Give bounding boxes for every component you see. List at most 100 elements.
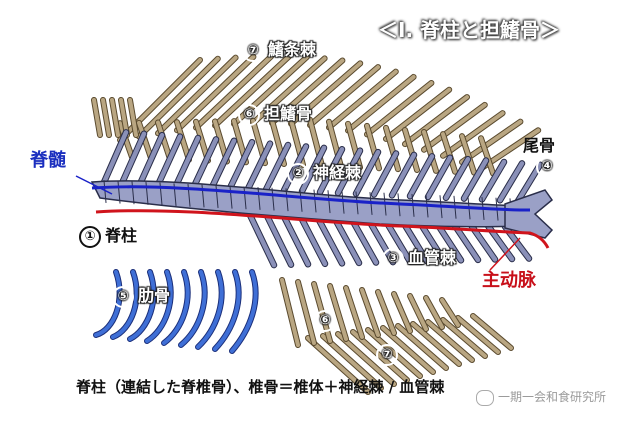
anal-pterygiophore bbox=[376, 290, 396, 335]
dorsal-pterygiophore bbox=[384, 125, 400, 172]
diagram-title: ＜Ⅰ. 脊柱と担鰭骨＞ bbox=[378, 18, 561, 42]
label-fin-rays-lower: ⑦ bbox=[376, 344, 402, 366]
rib bbox=[128, 270, 156, 341]
rib bbox=[179, 270, 207, 347]
dorsal-fin-ray bbox=[460, 119, 523, 165]
haemal-spine bbox=[434, 221, 464, 263]
dorsal-pterygiophore bbox=[175, 120, 191, 162]
spinal-cord-line bbox=[91, 185, 531, 212]
number-6-badge: ⑥ bbox=[238, 103, 260, 126]
dorsal-fin-rays bbox=[117, 53, 542, 172]
vertebra-segment bbox=[117, 180, 121, 204]
neural-spine bbox=[443, 156, 471, 200]
neural-spines bbox=[100, 129, 544, 205]
anal-fin-ray bbox=[456, 316, 500, 354]
anal-pterygiophore bbox=[344, 286, 364, 339]
neural-spine bbox=[137, 132, 165, 187]
dorsal-fin-ray bbox=[175, 54, 256, 133]
diagram-caption: 脊柱（連結した脊椎骨）、椎骨＝椎体＋神経棘 / 血管棘 bbox=[76, 378, 445, 396]
neural-spine bbox=[425, 155, 453, 200]
aorta-pointer-line bbox=[489, 237, 521, 271]
rib bbox=[213, 270, 241, 351]
anal-fin-ray bbox=[471, 314, 513, 350]
dorsal-fin-ray bbox=[422, 102, 487, 152]
neural-spine bbox=[461, 158, 489, 201]
vertebra-segment bbox=[299, 188, 303, 212]
wechat-icon bbox=[476, 389, 494, 406]
neural-spine bbox=[299, 145, 327, 194]
neural-spine bbox=[407, 154, 435, 199]
label-caudal-bone: 尾骨 bbox=[523, 136, 556, 155]
dorsal-pterygiophore bbox=[441, 132, 457, 174]
vertebral-column-text: 脊柱 bbox=[105, 226, 138, 245]
dorsal-fin-ray bbox=[251, 56, 327, 126]
haemal-spine bbox=[264, 213, 294, 267]
neural-spine bbox=[155, 134, 183, 188]
neural-spine bbox=[191, 137, 219, 189]
label-aorta: 主动脉 bbox=[482, 270, 536, 291]
spinal-cord-pointer-line bbox=[75, 175, 113, 195]
rib bbox=[162, 270, 190, 345]
aorta-line bbox=[95, 209, 550, 249]
anal-pterygiophore bbox=[408, 294, 428, 331]
vertebra-segment bbox=[327, 190, 331, 214]
label-caudal-bone-number: ④ bbox=[536, 156, 562, 178]
neural-spine bbox=[263, 142, 291, 192]
dorsal-fin-ray bbox=[308, 65, 380, 128]
dorsal-fin-ray bbox=[327, 69, 398, 130]
vertebra-segment bbox=[103, 180, 107, 204]
haemal-spine bbox=[383, 218, 413, 264]
caudal-bone-shape bbox=[504, 189, 554, 239]
haemal-spine bbox=[417, 220, 447, 264]
watermark-text: 一期一会和食研究所 bbox=[498, 390, 607, 404]
neural-spine bbox=[497, 161, 525, 203]
rib bbox=[230, 270, 258, 353]
anal-pterygiophore bbox=[360, 288, 380, 337]
neural-spine bbox=[119, 131, 147, 186]
dorsal-fin-ray bbox=[270, 58, 345, 125]
neural-spine bbox=[245, 141, 273, 192]
dorsal-fin-ray bbox=[403, 95, 469, 147]
anal-fin-ray bbox=[336, 332, 396, 386]
neural-spine bbox=[479, 159, 507, 202]
number-1-badge: ① bbox=[79, 225, 101, 248]
head-spine bbox=[92, 98, 102, 137]
dorsal-fin-ray bbox=[156, 55, 238, 136]
anal-pterygiophore bbox=[328, 284, 348, 341]
haemal-spine bbox=[281, 214, 311, 267]
rib bbox=[196, 270, 224, 349]
vertebra-segment bbox=[229, 185, 233, 209]
dorsal-fin-ray bbox=[365, 80, 434, 137]
label-spinal-cord: 脊髄 bbox=[30, 150, 66, 171]
anal-fin-ray bbox=[396, 324, 448, 370]
dorsal-pterygiophore bbox=[365, 123, 381, 171]
anal-pterygiophore bbox=[440, 298, 460, 327]
neural-spine bbox=[353, 149, 381, 196]
haemal-spine bbox=[400, 219, 430, 264]
number-7-badge-lower: ⑦ bbox=[376, 344, 398, 366]
neural-spine-text: 神経棘 bbox=[313, 163, 362, 182]
vertebra-segment bbox=[243, 186, 247, 210]
haemal-spine bbox=[298, 215, 328, 267]
neural-spine bbox=[389, 152, 417, 198]
dorsal-pterygiophore bbox=[422, 130, 438, 173]
number-6-badge-lower: ⑥ bbox=[314, 310, 336, 332]
fin-rays-text: 鰭条棘 bbox=[268, 40, 317, 59]
neural-spine bbox=[209, 138, 237, 190]
anal-fin-ray bbox=[381, 326, 435, 374]
ribs-text: 肋骨 bbox=[138, 286, 171, 305]
dorsal-pterygiophore bbox=[479, 136, 495, 176]
rib bbox=[145, 270, 173, 343]
number-4-badge: ④ bbox=[536, 156, 558, 178]
dorsal-fin-ray bbox=[137, 56, 220, 139]
rib bbox=[94, 270, 122, 337]
anal-fin-ray bbox=[426, 320, 474, 362]
neural-spine bbox=[173, 135, 201, 188]
dorsal-fin-ray bbox=[194, 54, 274, 130]
haemal-spine bbox=[349, 217, 379, 265]
anal-pterygiophore bbox=[392, 292, 412, 333]
